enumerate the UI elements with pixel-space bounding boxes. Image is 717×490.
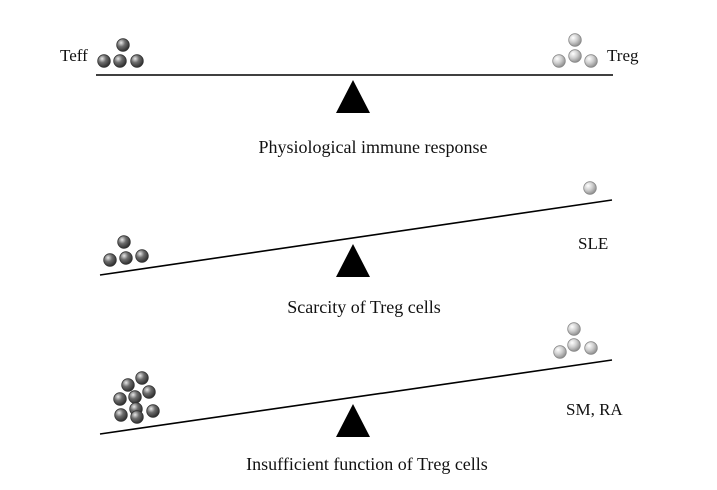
treg-cell [553,345,567,359]
teff-cell [113,392,127,406]
teff-cell [135,371,149,385]
treg-cell [568,49,582,63]
teff-cell-cluster [113,371,160,424]
treg-cell [584,54,598,68]
teff-cell [135,249,149,263]
teff-cell [119,251,133,265]
teff-cell [142,385,156,399]
panel-caption: Scarcity of Treg cells [287,297,440,317]
teff-cell [114,408,128,422]
teff-cell [128,390,142,404]
teff-cell [97,54,111,68]
teff-cell [116,38,130,52]
teff-cell [130,410,144,424]
panel-sle: SLE Scarcity of Treg cells [99,181,613,317]
treg-label: Treg [607,46,639,65]
treg-cell [583,181,597,195]
panel-physiological: Teff Treg Physiological immune response [60,33,639,157]
fulcrum-triangle [336,80,370,113]
treg-cell [567,322,581,336]
treg-cell [567,338,581,352]
balance-beam [99,359,613,435]
condition-label: SLE [578,234,608,253]
teff-cell [113,54,127,68]
teff-cell [130,54,144,68]
teff-cell [146,404,160,418]
treg-cell [568,33,582,47]
treg-cell-cluster [553,322,598,359]
treg-cell [584,341,598,355]
treg-cell-cluster [583,181,597,195]
fulcrum-triangle [336,244,370,277]
fulcrum-triangle [336,404,370,437]
panel-sm-ra: SM, RA Insufficient function of Treg cel… [99,322,623,474]
teff-label: Teff [60,46,88,65]
teff-cell [121,378,135,392]
teff-cell-cluster [103,235,149,267]
condition-label: SM, RA [566,400,623,419]
panel-caption: Insufficient function of Treg cells [246,454,488,474]
balance-beam [99,199,613,276]
treg-cell-cluster [552,33,598,68]
teff-cell-cluster [97,38,144,68]
teff-cell [103,253,117,267]
treg-cell [552,54,566,68]
panel-caption: Physiological immune response [259,137,488,157]
teff-cell [117,235,131,249]
